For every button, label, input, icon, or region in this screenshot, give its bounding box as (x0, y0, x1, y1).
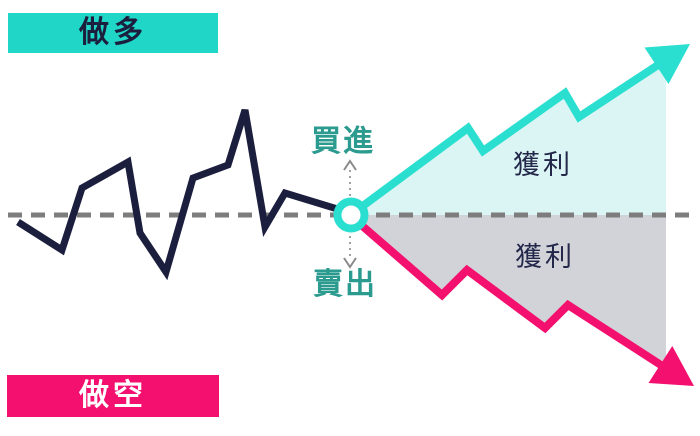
downtrend-line (349, 213, 667, 371)
buy-label: 買進 (311, 125, 375, 158)
profit-up-label: 獲利 (513, 150, 573, 180)
profit-down-area (353, 215, 666, 363)
uptrend-arrowhead-icon (644, 44, 690, 84)
profit-down-label: 獲利 (515, 242, 575, 272)
down-chevron-icon (343, 257, 357, 269)
entry-point-circle (333, 197, 369, 233)
up-chevron-icon (343, 159, 357, 171)
uptrend-line (349, 59, 664, 218)
long-badge: 做多 (8, 13, 218, 53)
short-badge: 做空 (7, 375, 219, 417)
profit-up-area (353, 62, 666, 215)
price-history-line (16, 108, 346, 281)
downtrend-arrowhead-icon (648, 346, 694, 386)
sell-label: 賣出 (313, 268, 377, 301)
